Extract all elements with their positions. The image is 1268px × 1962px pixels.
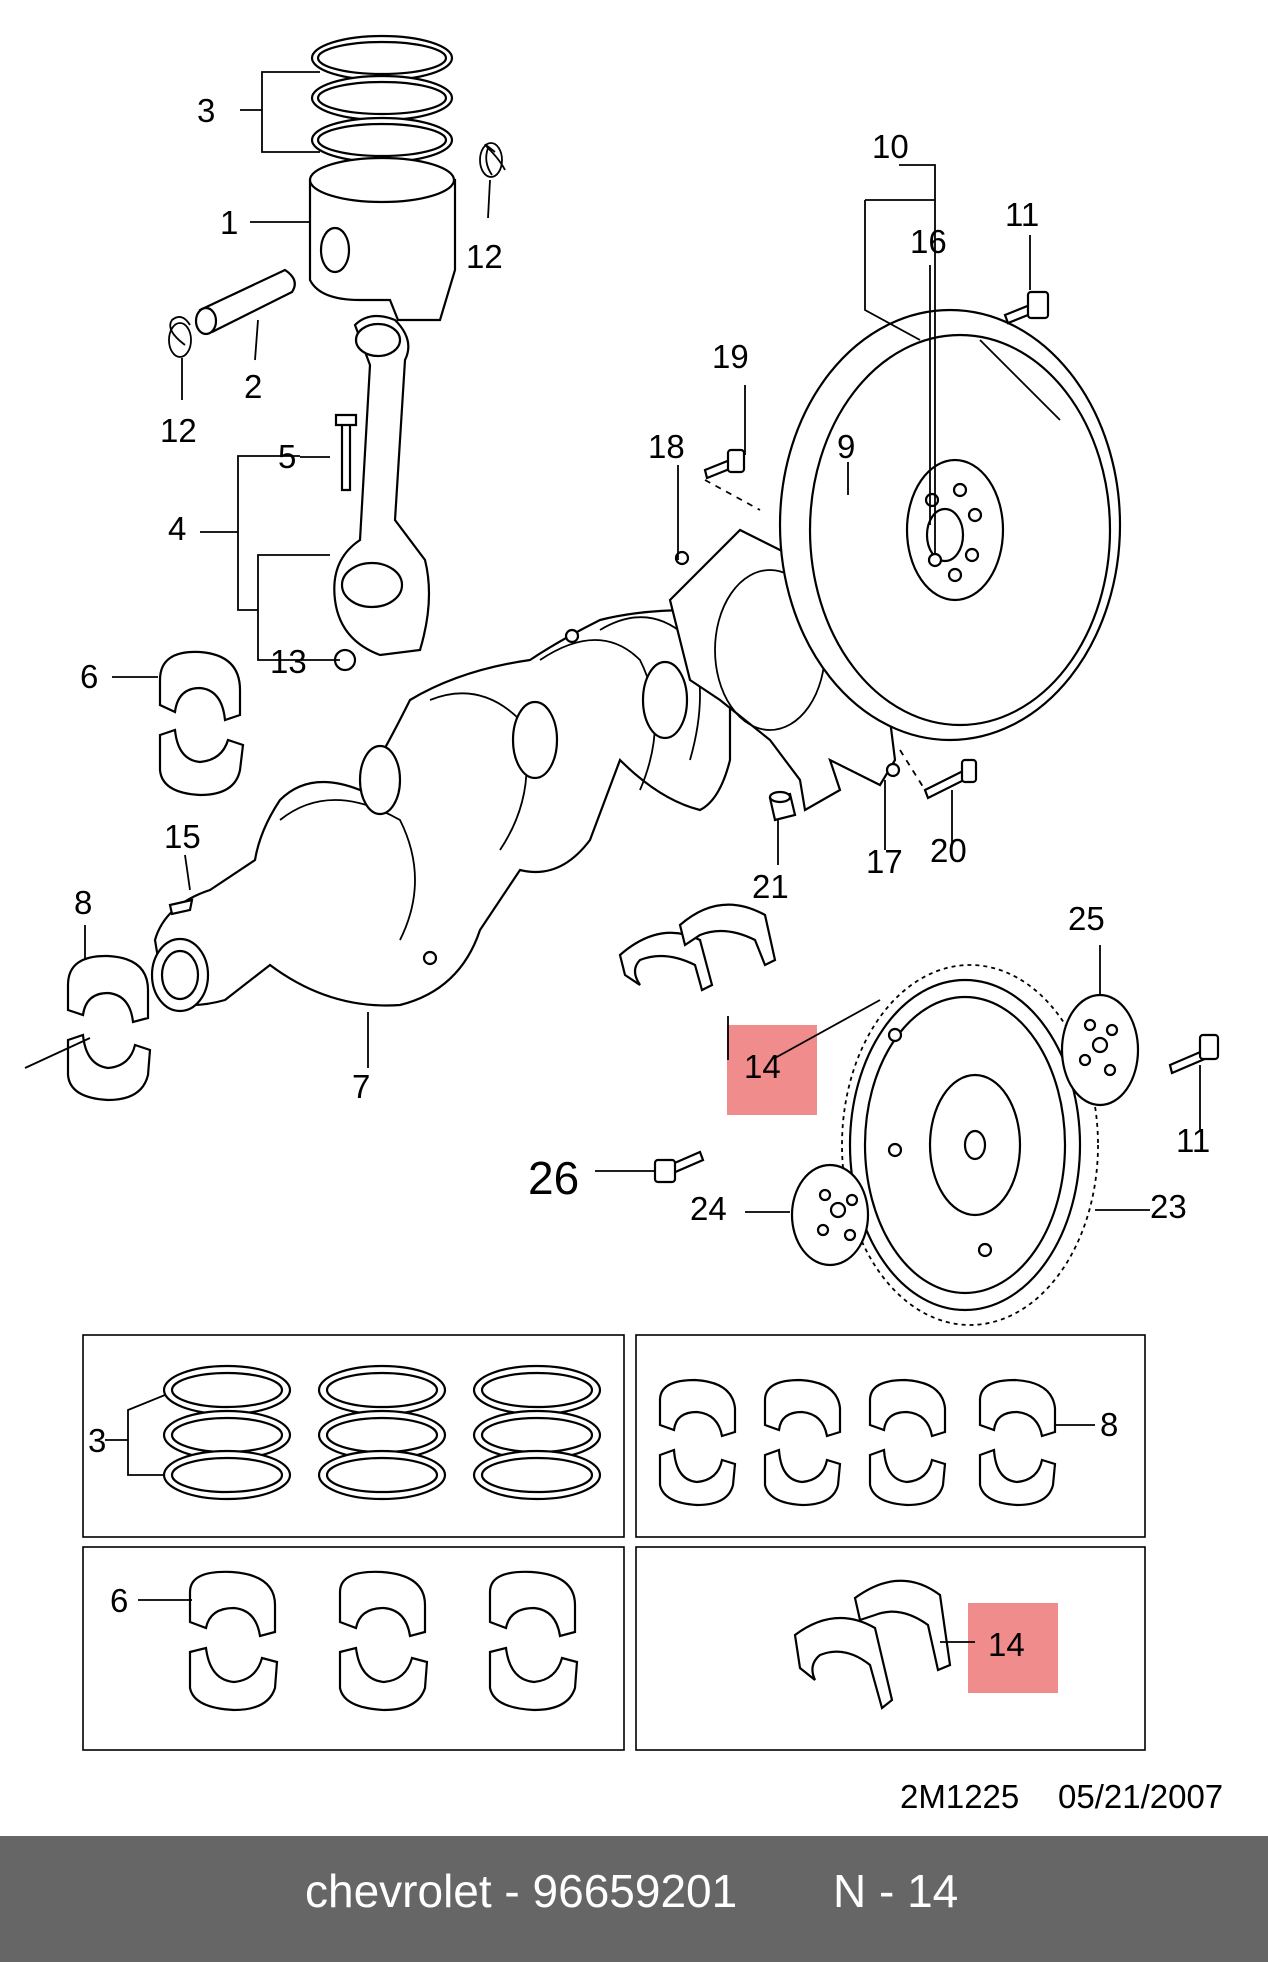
- flywheel-bolt: [1003, 290, 1050, 325]
- callout-4: 4: [168, 510, 186, 547]
- callout-24: 24: [690, 1190, 727, 1227]
- callout-17: 17: [866, 843, 903, 880]
- callout-5: 5: [278, 438, 296, 475]
- thrust-washer-rear: [678, 903, 777, 967]
- callout-13: 13: [270, 643, 307, 680]
- callout-19: 19: [712, 338, 749, 375]
- connecting-rod: [333, 314, 431, 672]
- callout-10: 10: [872, 128, 909, 165]
- piston-pin: [194, 268, 296, 336]
- callout-20: 20: [930, 832, 967, 869]
- callout-18: 18: [648, 428, 685, 465]
- reinforcement-plate: [790, 1163, 870, 1267]
- kit-box-rings: [82, 1334, 625, 1538]
- retainer-bolt-top: [703, 448, 746, 480]
- flexplate-bolt-right: [1168, 1033, 1220, 1075]
- callout-3: 3: [197, 92, 215, 129]
- callout-11-top: 11: [1005, 196, 1039, 233]
- woodruff-key: [168, 898, 194, 916]
- rod-bearing-lower: [158, 728, 245, 797]
- rod-bearing-kit: [138, 1570, 579, 1712]
- flexplate-ring-gear: [841, 964, 1099, 1326]
- rod-bearing-upper: [158, 650, 242, 722]
- main-bearing-lower: [66, 1033, 152, 1102]
- kit-box-thrust-washers: [635, 1546, 1146, 1751]
- callout-12-left: 12: [160, 412, 197, 449]
- axis-line: [24, 1037, 91, 1069]
- piston: [308, 156, 457, 322]
- callout-11-bottom: 11: [1176, 1122, 1210, 1159]
- doc-code: 2M1225: [900, 1778, 1019, 1815]
- piston-rings: [310, 34, 454, 164]
- main-bearing-upper: [66, 954, 150, 1024]
- callout-1: 1: [220, 204, 238, 241]
- main-bearing-kit: [658, 1378, 1095, 1507]
- callout-9: 9: [837, 428, 855, 465]
- callout-25: 25: [1068, 900, 1105, 937]
- callout-23: 23: [1150, 1188, 1187, 1225]
- highlight-box-main: [727, 1025, 817, 1115]
- retainer-bolt-bottom: [923, 758, 978, 800]
- snap-ring-left: [169, 316, 191, 346]
- highlight-box-kit: [968, 1603, 1058, 1693]
- footer-part-text: chevrolet - 96659201: [305, 1865, 738, 1917]
- flexplate: [848, 978, 1082, 1312]
- callout-15: 15: [164, 818, 201, 855]
- callout-14-kit: 14: [988, 1626, 1025, 1663]
- kit-box-rod-bearings: [82, 1546, 625, 1751]
- callout-2: 2: [244, 368, 262, 405]
- thrust-washer-kit: [793, 1579, 975, 1710]
- crankshaft: [150, 608, 732, 1013]
- callout-14-main: 14: [744, 1048, 781, 1085]
- callout-8-kit: 8: [1100, 1406, 1118, 1443]
- callout-26: 26: [528, 1152, 579, 1204]
- callout-3-kit: 3: [88, 1422, 106, 1459]
- adapter-plate: [1060, 993, 1140, 1107]
- callout-8: 8: [74, 884, 92, 921]
- callout-21: 21: [752, 868, 789, 905]
- ring-set-2: [317, 1364, 447, 1501]
- thrust-washer-front: [618, 931, 714, 992]
- callout-12-right: 12: [466, 238, 503, 275]
- footer-bar: chevrolet - 96659201 N - 14: [0, 1836, 1268, 1962]
- ring-set-3: [472, 1364, 602, 1501]
- ring-set-1: [162, 1364, 292, 1501]
- kit-box-main-bearings: [635, 1334, 1146, 1538]
- callout-6: 6: [80, 658, 98, 695]
- footer-callout-tag: N - 14: [833, 1865, 959, 1917]
- callout-6-kit: 6: [110, 1582, 128, 1619]
- doc-date: 05/21/2007: [1058, 1778, 1223, 1815]
- flexplate-bolt-26: [653, 1150, 705, 1184]
- leader-lines: [84, 71, 1201, 1213]
- flywheel: [778, 308, 1122, 742]
- callout-7: 7: [352, 1068, 370, 1105]
- parts-diagram: 3 1 12 2 12 5 4 13 6 15 8 7 10 11 16 19 …: [24, 34, 1223, 1815]
- callout-16: 16: [910, 223, 947, 260]
